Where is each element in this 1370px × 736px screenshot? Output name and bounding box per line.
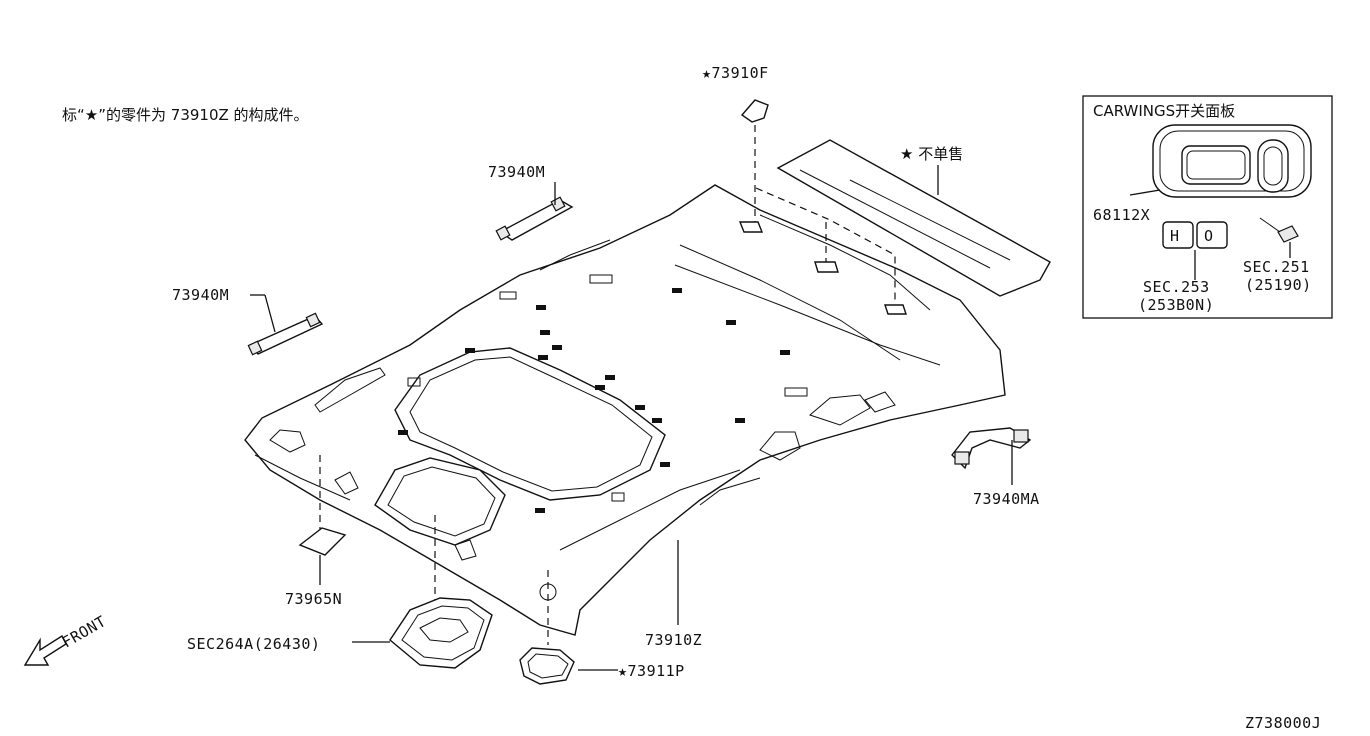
switch-right-icon: O: [1204, 227, 1214, 245]
label-73910F: ★73910F: [702, 64, 769, 82]
label-sec264a: SEC264A(26430): [187, 635, 320, 653]
label-68112X: 68112X: [1093, 206, 1150, 224]
rear-trim-panel: [776, 139, 1051, 297]
map-lamp-sec264a: [389, 597, 493, 669]
assist-grip-73940M-top: [495, 196, 574, 241]
assist-grip-73940MA: [951, 427, 1032, 470]
label-sec251-sub: (25190): [1245, 276, 1312, 294]
label-sec253-sub: (253B0N): [1138, 296, 1214, 314]
assist-grip-73940M-left: [247, 312, 324, 356]
inset-carwings-panel: CARWINGS开关面板 H O 68112X SEC.253 (253B0N)…: [1082, 95, 1333, 319]
label-73940M-top: 73940M: [488, 163, 545, 181]
label-73940MA: 73940MA: [973, 490, 1040, 508]
label-sec253: SEC.253: [1143, 278, 1210, 296]
lamp-cover-73911P: [519, 647, 575, 685]
headliner-73910Z: [244, 184, 1006, 636]
label-front: FRONT: [59, 612, 109, 651]
label-73940M-left: 73940M: [172, 286, 229, 304]
clip-73910F: [740, 99, 769, 123]
label-sec251: SEC.251: [1243, 258, 1310, 276]
switch-left-icon: H: [1170, 227, 1180, 245]
diagram-code: Z738000J: [1245, 714, 1321, 732]
label-73911P: ★73911P: [618, 662, 685, 680]
label-not-sold: ★ 不单售: [900, 145, 963, 163]
label-73910Z: 73910Z: [645, 631, 702, 649]
label-73965N: 73965N: [285, 590, 342, 608]
front-arrow: [23, 634, 67, 666]
pad-73965N: [298, 527, 347, 556]
inset-title: CARWINGS开关面板: [1093, 102, 1235, 120]
star-note: 标“★”的零件为 73910Z 的构成件。: [62, 106, 309, 124]
